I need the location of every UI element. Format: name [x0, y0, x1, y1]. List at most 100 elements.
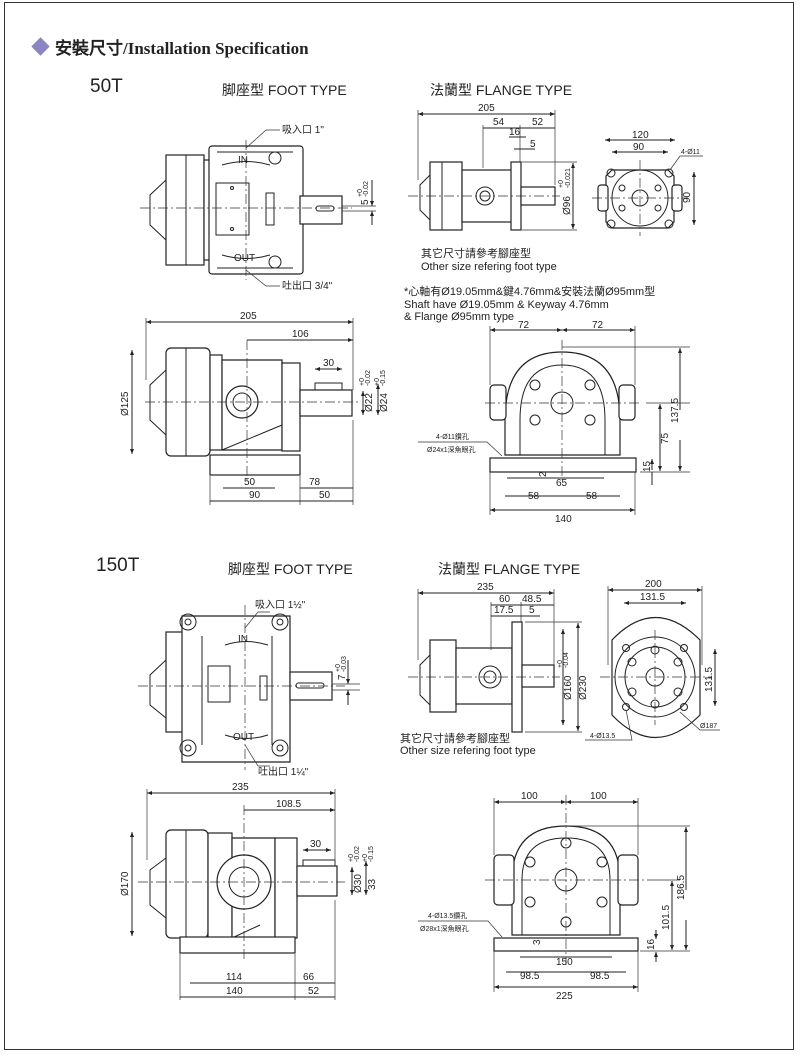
page-title: 安裝尺寸/Installation Specification [55, 39, 309, 58]
hole-note-1-50t: 4-Ø11鑽孔 [436, 432, 469, 441]
foot-shaft-dia-50t: Ø22 [364, 393, 375, 412]
front-base-thickness-150t: 16 [646, 938, 657, 950]
foot-center-end-50t: 106 [292, 329, 309, 340]
foot-shaft-ext-50t: 50 [319, 490, 331, 501]
foot-key-tol-plus-150t: +0 [362, 854, 369, 862]
key-dim-150t: 7 [337, 674, 348, 680]
in-mark-150t: IN [238, 634, 248, 645]
pilot-tol-plus-150t: +0 [557, 660, 564, 668]
note-shaft-zh: *心軸有Ø19.05mm&鍵4.76mm&安裝法蘭Ø95mm型 [404, 286, 656, 298]
flange-front-bolt-holes-50t: 4-Ø11 [681, 149, 700, 156]
front-half-left-50t: 72 [518, 320, 530, 331]
foot-overall-150t: 235 [232, 782, 249, 793]
foot-type-label-50t: 脚座型 FOOT TYPE [222, 82, 347, 98]
front-base-width-150t: 225 [556, 991, 573, 1002]
foot-shaft-tol-plus-50t: +0 [359, 378, 366, 386]
foot-key-tol-plus-50t: +0 [374, 378, 381, 386]
page-frame [4, 2, 794, 1050]
pilot-tol-plus-50t: +0 [558, 180, 565, 188]
foot-key-length-50t: 30 [323, 358, 335, 369]
foot-shaft-ext-150t: 52 [308, 986, 320, 997]
flange-d2-150t: 48.5 [522, 594, 542, 605]
note-other-size-zh-50t: 其它尺寸請參考腳座型 [421, 248, 531, 260]
foot-shaft-tol-minus-150t: -0.02 [354, 846, 361, 862]
foot-key-tol-minus-150t: -0.15 [368, 846, 375, 862]
out-mark-50t: OUT [234, 253, 255, 264]
flange-d4-150t: 5 [529, 605, 535, 616]
inlet-label-150t: 吸入口 1½" [255, 600, 306, 611]
foot-bolt-spacing-150t: 114 [226, 972, 242, 983]
outlet-label-50t: 吐出口 3/4" [282, 279, 333, 292]
flange-front-height-50t: 90 [682, 191, 693, 203]
flange-front-bolt-spacing-150t: 131.5 [640, 592, 665, 603]
pilot-tol-minus-150t: -0.04 [563, 652, 570, 668]
flange-front-height-150t: 131.5 [704, 667, 715, 692]
drawing-50t-foot-side [130, 318, 380, 505]
key-dim-50t: 5 [360, 199, 371, 205]
note-flange-en: & Flange Ø95mm type [404, 311, 515, 323]
front-height-total-50t: 137.5 [670, 398, 681, 423]
model-50t-title: 50T [90, 76, 123, 97]
foot-bolt-spacing-50t: 50 [244, 477, 256, 488]
flange-type-label-150t: 法蘭型 FLANGE TYPE [438, 561, 581, 577]
pilot-tol-minus-50t: -0.021 [565, 168, 572, 188]
note-shaft-en: Shaft have Ø19.05mm & Keyway 4.76mm [404, 299, 609, 311]
drawing-50t-flange-side [408, 110, 577, 231]
foot-body-dia-150t: Ø170 [120, 871, 131, 896]
foot-shaft-tol-minus-50t: -0.02 [365, 370, 372, 386]
hole-note-2-50t: Ø24x1深魚眼孔 [427, 445, 476, 454]
flange-front-width-150t: 200 [645, 579, 662, 590]
key-tol-minus-150t: -0.03 [341, 656, 348, 672]
outlet-label-150t: 吐出口 1¼" [258, 765, 309, 778]
flange-d1-50t: 54 [493, 117, 505, 128]
in-mark-50t: IN [238, 155, 248, 166]
front-recess-width-150t: 150 [556, 957, 573, 968]
flange-front-bolt-spacing-50t: 90 [633, 142, 645, 153]
flange-front-width-50t: 120 [632, 130, 649, 141]
pilot-dia-150t: Ø160 [563, 675, 574, 700]
model-150t-title: 150T [96, 555, 140, 576]
front-half-right-150t: 100 [590, 791, 607, 802]
drawing-150t-flange-front [585, 586, 720, 741]
note-other-size-en-50t: Other size refering foot type [421, 261, 557, 273]
foot-body-dia-50t: Ø125 [120, 391, 131, 416]
flange-d2-50t: 52 [532, 117, 544, 128]
key-tol-plus-150t: +0 [335, 664, 342, 672]
foot-base-length-150t: 140 [226, 986, 243, 997]
section-header: 安裝尺寸/Installation Specification [31, 34, 309, 59]
front-hole-right-150t: 98.5 [590, 971, 610, 982]
flange-dia-150t: Ø230 [578, 675, 589, 700]
flange-d1-150t: 60 [499, 594, 511, 605]
inlet-label-50t: 吸入口 1" [282, 125, 324, 136]
front-base-thickness-50t: 15 [642, 460, 653, 472]
foot-center-end-150t: 108.5 [276, 799, 301, 810]
flange-front-pcd-150t: Ø187 [700, 723, 717, 730]
front-hole-right-50t: 58 [586, 491, 598, 502]
front-height-total-150t: 186.5 [676, 875, 687, 900]
out-mark-150t: OUT [233, 732, 254, 743]
key-tol-minus-50t: -0.02 [363, 181, 370, 197]
flange-front-bolt-holes-150t: 4-Ø13.5 [590, 733, 615, 740]
foot-key-length-150t: 30 [310, 839, 322, 850]
flange-overall-150t: 235 [477, 582, 494, 593]
hole-note-2-150t: Ø28x1深魚眼孔 [420, 924, 469, 933]
front-center-height-150t: 101.5 [661, 905, 672, 930]
key-tol-plus-50t: +0 [357, 189, 364, 197]
drawing-50t-foot-front [418, 326, 690, 515]
drawing-50t-flange-front [592, 138, 703, 236]
drawing-150t-flange-side [408, 589, 582, 733]
front-base-width-50t: 140 [555, 514, 572, 525]
foot-base-length-50t: 90 [249, 490, 261, 501]
pilot-dia-50t: Ø96 [562, 196, 573, 215]
foot-overall-50t: 205 [240, 311, 257, 322]
front-recess-width-50t: 65 [556, 478, 568, 489]
flange-d3-150t: 17.5 [494, 605, 514, 616]
hole-note-1-150t: 4-Ø13.5鑽孔 [428, 911, 467, 920]
flange-d3-50t: 16 [509, 127, 521, 138]
foot-shaft-from-base-150t: 66 [303, 972, 315, 983]
front-hole-left-50t: 58 [528, 491, 540, 502]
front-half-right-50t: 72 [592, 320, 604, 331]
drawing-150t-foot-top [138, 605, 360, 770]
front-recess-150t: 3 [532, 939, 543, 945]
